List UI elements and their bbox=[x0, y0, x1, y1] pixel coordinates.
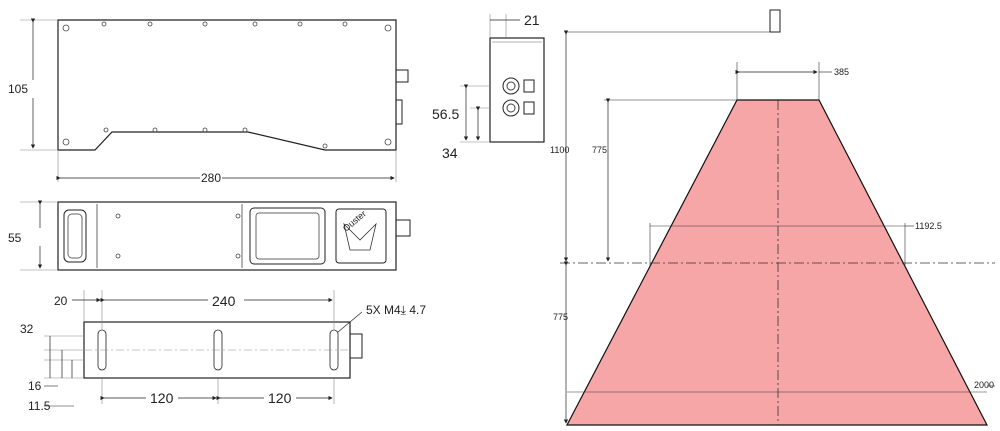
fov-total-height: 1100 bbox=[550, 145, 569, 155]
dim-end-width: 21 bbox=[524, 12, 540, 28]
side-view-housing bbox=[57, 201, 397, 271]
side-view-logo: Ouster bbox=[341, 209, 368, 234]
fov-mid-width: 1192.5 bbox=[915, 221, 942, 231]
dim-end-height-b: 34 bbox=[442, 145, 458, 161]
dim-top-height: 105 bbox=[8, 82, 28, 96]
fov-bottom-width: 2000 bbox=[974, 380, 994, 390]
sensor-icon bbox=[769, 9, 781, 33]
bottom-view: 20 240 5X M4⤓ 4.7 32 16 11.5 120 120 bbox=[20, 290, 426, 413]
dim-bottom-offset: 20 bbox=[54, 294, 68, 308]
dim-bottom-y-c: 11.5 bbox=[28, 399, 51, 413]
fov-far-height: 775 bbox=[553, 312, 568, 322]
dim-bottom-span: 240 bbox=[212, 293, 236, 309]
end-view: 21 56.5 34 bbox=[432, 12, 545, 161]
dim-bottom-half-left: 120 bbox=[150, 390, 174, 406]
field-of-view: 385 1100 775 1192.5 775 2000 bbox=[550, 9, 995, 426]
fov-trapezoid bbox=[566, 99, 988, 426]
side-view: Ouster 55 bbox=[8, 200, 411, 271]
dim-bottom-half-right: 120 bbox=[268, 390, 292, 406]
fov-near-height: 775 bbox=[592, 145, 607, 155]
dim-end-height-a: 56.5 bbox=[432, 106, 459, 122]
top-view: 105 280 bbox=[8, 18, 409, 185]
end-view-housing bbox=[489, 37, 545, 143]
dim-side-height: 55 bbox=[8, 231, 22, 245]
dim-bottom-y-b: 16 bbox=[28, 379, 42, 393]
dim-bottom-y-a: 32 bbox=[20, 322, 34, 336]
hole-callout: 5X M4⤓ 4.7 bbox=[366, 303, 426, 317]
fov-top-width: 385 bbox=[834, 67, 849, 77]
top-view-housing bbox=[57, 19, 397, 151]
dim-top-length: 280 bbox=[201, 171, 221, 185]
